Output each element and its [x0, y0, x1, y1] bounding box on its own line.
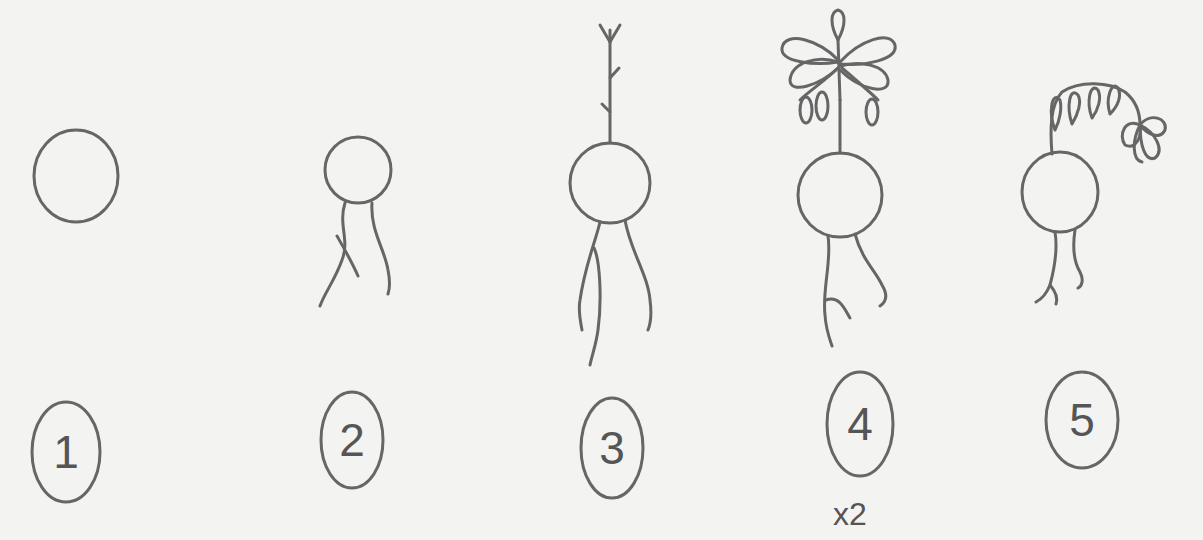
stage-number-circle: 4	[825, 370, 895, 478]
seed	[34, 130, 118, 222]
stage-number: 5	[1069, 397, 1095, 443]
seedling-with-leaves	[782, 10, 895, 346]
stage-number: 3	[599, 425, 625, 471]
multiplier-note: x2	[833, 498, 867, 530]
stage-number-circle: 5	[1044, 370, 1120, 470]
stage-number-circle: 1	[30, 400, 102, 504]
stage-number: 2	[339, 417, 365, 463]
stage-number-circle: 3	[579, 396, 645, 500]
seedling-drooping	[1022, 84, 1165, 304]
stage-number: 4	[847, 401, 873, 447]
stage-number-circle: 2	[319, 390, 385, 490]
seed-with-shoot	[570, 25, 651, 365]
seed-with-roots	[320, 137, 391, 306]
stage-number: 1	[53, 429, 79, 475]
